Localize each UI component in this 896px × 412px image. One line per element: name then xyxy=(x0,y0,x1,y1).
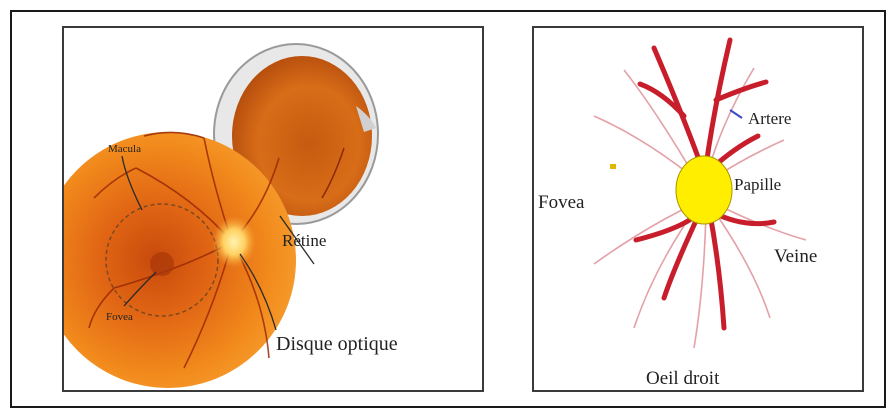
papilla xyxy=(676,156,732,224)
fundus-schematic-panel: Artere Papille Fovea Veine Oeil droit xyxy=(532,26,864,392)
label-right-eye: Oeil droit xyxy=(646,368,720,389)
label-optic-disc: Disque optique xyxy=(276,333,398,355)
fundus-schematic: Artere Papille Fovea Veine Oeil droit xyxy=(534,28,862,390)
artery-marker xyxy=(730,110,742,118)
label-fovea-left: Fovea xyxy=(106,311,133,323)
eye-anatomy-panel: Macula Fovea Rétine Disque optique xyxy=(62,26,484,392)
label-papilla: Papille xyxy=(734,175,781,194)
label-artery: Artere xyxy=(748,109,791,128)
fovea-spot xyxy=(150,252,174,276)
eye-anatomy-illustration: Macula Fovea Rétine Disque optique xyxy=(64,28,482,390)
label-macula: Macula xyxy=(108,143,141,155)
optic-disc xyxy=(212,216,256,268)
label-vein: Veine xyxy=(774,246,817,267)
fovea-marker xyxy=(610,164,616,169)
label-retina: Rétine xyxy=(282,231,326,250)
label-fovea-right: Fovea xyxy=(538,192,585,213)
figure-frame: Macula Fovea Rétine Disque optique xyxy=(10,10,886,408)
